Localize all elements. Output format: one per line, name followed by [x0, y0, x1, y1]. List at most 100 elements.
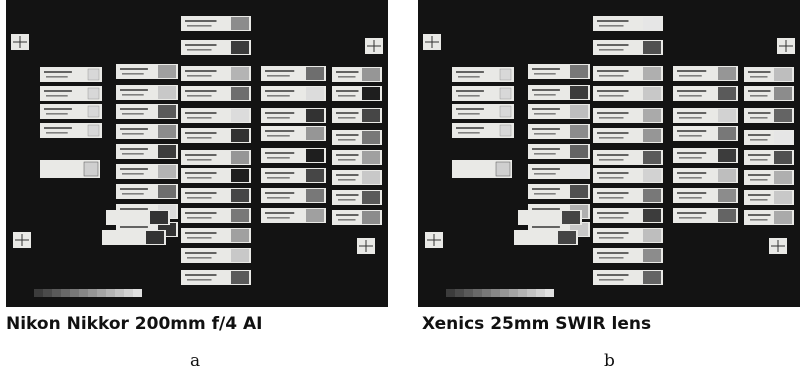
swatch-card	[744, 130, 794, 145]
registration-cross	[365, 38, 383, 54]
swatch-card	[116, 184, 178, 199]
swatch-card	[673, 168, 738, 183]
swatch-card	[181, 66, 251, 81]
swatch-card	[593, 228, 663, 243]
swatch-card	[181, 270, 251, 285]
swatch-card	[40, 104, 102, 119]
swatch-card	[116, 124, 178, 139]
swatch-card	[332, 190, 382, 205]
swatch-card	[332, 86, 382, 101]
swatch-card	[261, 188, 326, 203]
swatch-card	[181, 16, 251, 31]
swatch-card	[116, 164, 178, 179]
swatch-card	[332, 108, 382, 123]
swatch-card	[744, 150, 794, 165]
swatch-card	[673, 66, 738, 81]
swatch-card	[181, 40, 251, 55]
swatch-card	[452, 104, 514, 119]
swatch-card	[181, 86, 251, 101]
swatch-card	[106, 210, 170, 225]
swatch-card	[181, 228, 251, 243]
swatch-card	[528, 124, 590, 139]
panel-label-a: a	[190, 351, 201, 371]
swatch-card	[593, 86, 663, 101]
swatch-card	[332, 210, 382, 225]
swatch-card	[744, 170, 794, 185]
swatch-card	[744, 108, 794, 123]
swatch-card	[593, 248, 663, 263]
swatch-card	[528, 85, 590, 100]
registration-cross	[425, 232, 443, 248]
swatch-card	[181, 188, 251, 203]
swatch-card	[593, 16, 663, 31]
swatch-card	[528, 64, 590, 79]
swatch-card	[181, 208, 251, 223]
swatch-card	[261, 66, 326, 81]
swatch-card	[332, 67, 382, 82]
swatch-card	[261, 126, 326, 141]
swatch-card	[102, 230, 166, 245]
swatch-card	[452, 160, 512, 178]
swatch-card	[116, 144, 178, 159]
swatch-card	[528, 144, 590, 159]
swatch-card	[673, 108, 738, 123]
swatch-card	[528, 104, 590, 119]
swatch-card	[673, 208, 738, 223]
swatch-card	[673, 86, 738, 101]
photo-panel-b	[418, 0, 800, 307]
swatch-card	[261, 148, 326, 163]
swatch-card	[593, 168, 663, 183]
registration-cross	[357, 238, 375, 254]
swatch-card	[744, 86, 794, 101]
lens-caption-b: Xenics 25mm SWIR lens	[422, 314, 652, 334]
swatch-card	[181, 150, 251, 165]
swatch-card	[181, 128, 251, 143]
swatch-card	[40, 86, 102, 101]
swatch-card	[40, 67, 102, 82]
swatch-card	[181, 168, 251, 183]
swatch-card	[452, 86, 514, 101]
swatch-card	[261, 86, 326, 101]
swatch-card	[116, 64, 178, 79]
swatch-card	[332, 170, 382, 185]
swatch-card	[593, 270, 663, 285]
photo-panel-a	[6, 0, 388, 307]
panel-label-b: b	[604, 351, 615, 371]
grey-scale-strip	[34, 289, 142, 297]
swatch-card	[116, 104, 178, 119]
swatch-card	[518, 210, 582, 225]
swatch-card	[593, 108, 663, 123]
swatch-card	[744, 190, 794, 205]
swatch-card	[744, 210, 794, 225]
swatch-card	[261, 168, 326, 183]
registration-cross	[423, 34, 441, 50]
swatch-card	[261, 208, 326, 223]
swatch-card	[673, 188, 738, 203]
swatch-card	[181, 248, 251, 263]
swatch-card	[181, 108, 251, 123]
swatch-card	[673, 126, 738, 141]
swatch-card	[593, 188, 663, 203]
lens-caption-a: Nikon Nikkor 200mm f/4 AI	[6, 314, 263, 334]
swatch-card	[593, 208, 663, 223]
swatch-card	[593, 66, 663, 81]
swatch-card	[673, 148, 738, 163]
swatch-card	[116, 85, 178, 100]
swatch-card	[528, 164, 590, 179]
swatch-card	[593, 40, 663, 55]
swatch-card	[40, 160, 100, 178]
registration-cross	[13, 232, 31, 248]
registration-cross	[777, 38, 795, 54]
swatch-card	[528, 184, 590, 199]
swatch-card	[452, 67, 514, 82]
swatch-card	[452, 123, 514, 138]
swatch-card	[40, 123, 102, 138]
swatch-card	[593, 150, 663, 165]
registration-cross	[769, 238, 787, 254]
swatch-card	[261, 108, 326, 123]
swatch-card	[332, 130, 382, 145]
registration-cross	[11, 34, 29, 50]
swatch-card	[744, 67, 794, 82]
swatch-card	[514, 230, 578, 245]
swatch-card	[593, 128, 663, 143]
